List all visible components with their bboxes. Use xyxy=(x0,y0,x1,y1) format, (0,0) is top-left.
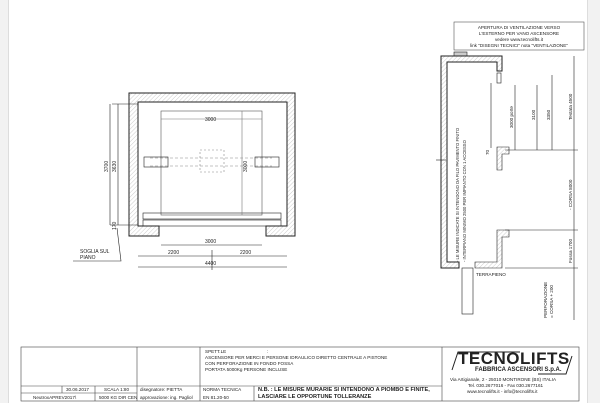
dim-drill-2: = CORSA + 200 xyxy=(549,285,554,318)
date: 30.06.2017 xyxy=(66,387,89,392)
dim-door: 3000 porte xyxy=(509,106,514,128)
dim-inner-depth: 3630 xyxy=(112,161,118,172)
dim-pit: Fossa 1700 xyxy=(568,239,573,263)
dim-3100: 3100 xyxy=(531,109,536,120)
dim-3350: 3350 xyxy=(546,109,551,120)
vent-note-3: vedere www.tecnolifts.it xyxy=(495,37,544,42)
title-block-frame xyxy=(20,346,580,402)
dim-total-width: 4400 xyxy=(205,261,216,267)
client-label: SPETT.LE xyxy=(205,349,227,354)
company-name: FABBRICA ASCENSORI S.p.A. xyxy=(475,367,562,373)
approval: approvazione: ing. Pagliol xyxy=(140,395,193,400)
vent-note-2: L'ESTERNO PER VANO ASCENSORE xyxy=(479,31,559,36)
scale: SCALA 1:80 xyxy=(104,387,130,392)
plan-labels: 3000 3000 3000 2200 2200 4400 3700 3630 … xyxy=(80,117,251,267)
company-web: www.tecnolifts.it - info@tecnolifts.it xyxy=(467,389,538,394)
plan-view xyxy=(73,92,296,270)
sill-label-2: PIANO xyxy=(80,255,96,261)
dim-car-width: 3000 xyxy=(205,117,216,123)
dim-door-width: 3000 xyxy=(205,239,216,245)
norm-value: EN 81.20-50 xyxy=(203,395,229,400)
dim-left: 2200 xyxy=(168,250,179,256)
section-note-1: - LE MISURE INDICATE SI INTENDONO DA FIL… xyxy=(455,127,460,262)
desc-3: PORTATA 5000Kg PERSONE INCLUSE xyxy=(205,367,288,372)
client-sep: : xyxy=(267,349,269,354)
dim-shaft-depth: 3700 xyxy=(104,161,110,172)
dim-travel: - CORSA 8000 xyxy=(568,179,573,210)
norm-label: NORMA TECNICA xyxy=(203,387,242,392)
dim-70: 70 xyxy=(485,149,490,155)
section-labels: APERTURA DI VENTILAZIONE VERSO L'ESTERNO… xyxy=(455,25,573,318)
sill-label-1: SOGLIA SUL xyxy=(80,249,110,255)
dim-sill: 170 xyxy=(112,221,118,230)
dim-drill: PERFORAZIONE xyxy=(543,282,548,318)
company-phone: Tel. 030.2677016 - Fax 030.2677161 xyxy=(468,383,544,388)
dim-right: 2200 xyxy=(240,250,251,256)
company-logo: TECNOLIFTS xyxy=(458,349,570,368)
desc-2: CON PERFORAZIONE IN FONDO FOSSA xyxy=(205,361,294,366)
file-name: NeutroxAPREV2017\ xyxy=(33,395,77,400)
section-view xyxy=(436,21,585,320)
company-address: Via Artigianale, 2 - 25010 MONTIRONE (BS… xyxy=(450,377,557,382)
dim-car-depth: 3000 xyxy=(243,161,249,172)
dim-headroom: Testata 4500 xyxy=(568,93,573,120)
tolerance-note: N.B. : LE MISURE MURARIE SI INTENDONO A … xyxy=(258,387,430,400)
drawing-sheet xyxy=(8,0,588,403)
model: 5000 KG DIR CEN xyxy=(99,395,138,400)
vent-note-4: link "DISEGNI TECNICI" nota "VENTILAZION… xyxy=(470,43,568,48)
vent-note-1: APERTURA DI VENTILAZIONE VERSO xyxy=(478,25,561,30)
designer: disegnatore: PIETTA xyxy=(140,387,183,392)
desc-1: ASCENSORE PER MERCI E PERSONE IDRAULICO … xyxy=(205,355,388,360)
ground-label: TERRAPIENO xyxy=(476,272,506,277)
section-note-2: - INTERPIANO MINIMO 2500 PER IMPIANTO CO… xyxy=(462,139,467,262)
